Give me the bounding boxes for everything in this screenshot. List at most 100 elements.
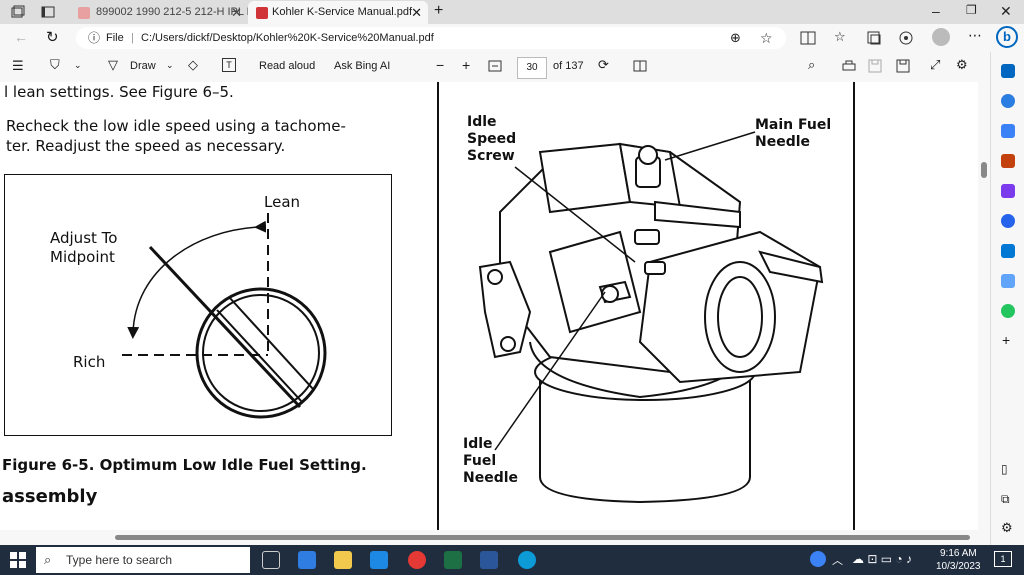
erase-icon[interactable]: ◇ — [188, 57, 198, 72]
avatar[interactable] — [932, 28, 950, 46]
shopping-tag-icon[interactable] — [1001, 124, 1015, 138]
close-window-button[interactable]: ✕ — [1000, 3, 1012, 19]
games-icon[interactable] — [1001, 184, 1015, 198]
text-line: l lean settings. See Figure 6–5. — [4, 83, 234, 101]
separator: | — [131, 32, 134, 44]
save-icon[interactable] — [868, 59, 882, 73]
back-icon[interactable]: ← — [14, 29, 28, 45]
favorites-icon[interactable]: ☆ — [834, 29, 846, 44]
info-icon[interactable]: ⓘ — [88, 31, 101, 45]
edge-icon[interactable] — [518, 551, 536, 569]
notification-icon[interactable]: 1 — [994, 551, 1012, 567]
read-aloud-button[interactable]: Read aloud — [259, 60, 316, 72]
clock-date[interactable]: 10/3/2023 — [936, 561, 981, 572]
outlook-icon[interactable] — [1001, 244, 1015, 258]
horizontal-scrollbar[interactable] — [0, 530, 990, 545]
bing-copilot-icon[interactable]: b — [996, 26, 1018, 48]
mywe-icon[interactable] — [370, 551, 388, 569]
label-line: Speed — [467, 131, 517, 147]
extensions-icon[interactable] — [898, 30, 914, 46]
search-icon[interactable] — [1001, 94, 1015, 108]
pdf-toolbar: ☰ ⛉ ⌄ ▽ Draw ⌄ ◇ T Read aloud Ask Bing A… — [0, 52, 990, 83]
minimize-button[interactable]: – — [932, 3, 940, 19]
close-tab-icon[interactable]: ✕ — [231, 5, 242, 20]
add-sidebar-app-icon[interactable]: + — [1002, 332, 1011, 348]
zoom-icon[interactable]: ⊕ — [730, 30, 741, 45]
address-bar: ← ↻ ⓘ File | C:/Users/dickf/Desktop/Kohl… — [0, 24, 1024, 52]
tray-icons[interactable]: ☁ ⊡ ▭ ◔ ♪ — [852, 552, 912, 566]
hide-sidebar-icon[interactable]: ▯ — [1001, 462, 1008, 476]
draw-icon[interactable]: ▽ — [108, 57, 118, 72]
print-icon[interactable] — [842, 60, 856, 72]
tab-kohler-manual[interactable]: Kohler K-Service Manual.pdf ✕ — [248, 1, 428, 24]
workspaces-icon[interactable] — [10, 4, 26, 20]
fit-page-icon[interactable] — [488, 60, 502, 72]
pdf-icon — [256, 7, 268, 19]
favorite-star-icon[interactable]: ☆ — [760, 30, 773, 46]
label-idle-fuel-needle: Idle Fuel Needle — [463, 436, 518, 487]
pdf-page-view[interactable]: l lean settings. See Figure 6–5. Recheck… — [0, 82, 978, 530]
tools-briefcase-icon[interactable] — [1001, 154, 1015, 168]
draw-button[interactable]: Draw — [130, 60, 156, 72]
tab-strip: 899002 1990 212-5 212-H IPL Pt ✕ Kohler … — [0, 0, 1024, 24]
split-screen-icon[interactable] — [800, 31, 816, 45]
label-line: Needle — [463, 470, 519, 486]
highlight-icon[interactable]: ⛉ — [50, 57, 60, 72]
collections-icon[interactable] — [866, 30, 882, 46]
page-total: of 137 — [553, 60, 584, 72]
fullscreen-icon[interactable]: ⤢ — [930, 57, 941, 72]
microsoft-365-icon[interactable] — [1001, 214, 1015, 228]
chevron-down-icon[interactable]: ⌄ — [74, 60, 82, 70]
new-tab-button[interactable]: + — [434, 2, 444, 19]
windows-start-icon[interactable] — [10, 552, 26, 568]
mail-icon[interactable] — [298, 551, 316, 569]
label-line: Idle — [463, 436, 493, 452]
idle-fuel-diagram — [122, 213, 327, 419]
sidebar-settings-gear-icon[interactable]: ⚙ — [1001, 520, 1013, 535]
scroll-thumb[interactable] — [115, 535, 970, 540]
label-line: Main Fuel — [755, 117, 832, 133]
tree-icon[interactable] — [1001, 304, 1015, 318]
text-line: ter. Readjust the speed as necessary. — [6, 137, 286, 155]
search-placeholder: Type here to search — [66, 553, 173, 567]
text-icon[interactable]: T — [222, 58, 236, 72]
clock-time[interactable]: 9:16 AM — [940, 548, 977, 559]
excel-icon[interactable] — [444, 551, 462, 569]
copilot-icon[interactable] — [1001, 64, 1015, 78]
task-view-icon[interactable] — [262, 551, 280, 569]
help-icon[interactable] — [810, 551, 826, 567]
file-label: File — [106, 32, 124, 44]
rotate-icon[interactable]: ⟳ — [598, 57, 609, 72]
zoom-out-button[interactable]: − — [436, 57, 445, 73]
tab-ipl[interactable]: 899002 1990 212-5 212-H IPL Pt ✕ — [72, 1, 257, 24]
tab-actions-icon[interactable] — [40, 4, 56, 20]
refresh-icon[interactable]: ↻ — [46, 29, 59, 46]
ask-ai-button[interactable]: Ask Bing AI — [334, 60, 391, 72]
scroll-thumb[interactable] — [981, 162, 987, 178]
label-main-fuel-needle: Main Fuel Needle — [755, 117, 831, 151]
url-field[interactable]: ⓘ File | C:/Users/dickf/Desktop/Kohler%2… — [76, 27, 786, 49]
file-explorer-icon[interactable] — [334, 551, 352, 569]
label-adjust: Adjust To — [50, 229, 118, 247]
save-as-icon[interactable] — [896, 59, 910, 73]
chrome-icon[interactable] — [408, 551, 426, 569]
page-view-icon[interactable] — [633, 60, 647, 72]
close-tab-icon[interactable]: ✕ — [411, 5, 422, 20]
tab-title: Kohler K-Service Manual.pdf — [272, 6, 413, 18]
restore-button[interactable]: ❐ — [966, 3, 977, 17]
zoom-in-button[interactable]: + — [462, 57, 471, 73]
open-external-icon[interactable]: ⧉ — [1001, 492, 1010, 506]
taskbar-search-input[interactable]: ⌕ Type here to search — [36, 547, 250, 573]
settings-gear-icon[interactable]: ⚙ — [956, 57, 968, 72]
tab-title: 899002 1990 212-5 212-H IPL Pt — [96, 6, 258, 18]
chevron-down-icon[interactable]: ⌄ — [166, 60, 174, 70]
word-icon[interactable] — [480, 551, 498, 569]
page-number-input[interactable]: 30 — [517, 57, 547, 79]
search-icon[interactable]: ⌕ — [808, 57, 816, 72]
chevron-up-icon[interactable]: ︿ — [832, 555, 843, 567]
pdf-icon — [78, 7, 90, 19]
more-options-icon[interactable]: ⋯ — [968, 27, 982, 43]
drop-icon[interactable] — [1001, 274, 1015, 288]
contents-icon[interactable]: ☰ — [12, 58, 24, 73]
vertical-scrollbar[interactable] — [978, 82, 990, 530]
